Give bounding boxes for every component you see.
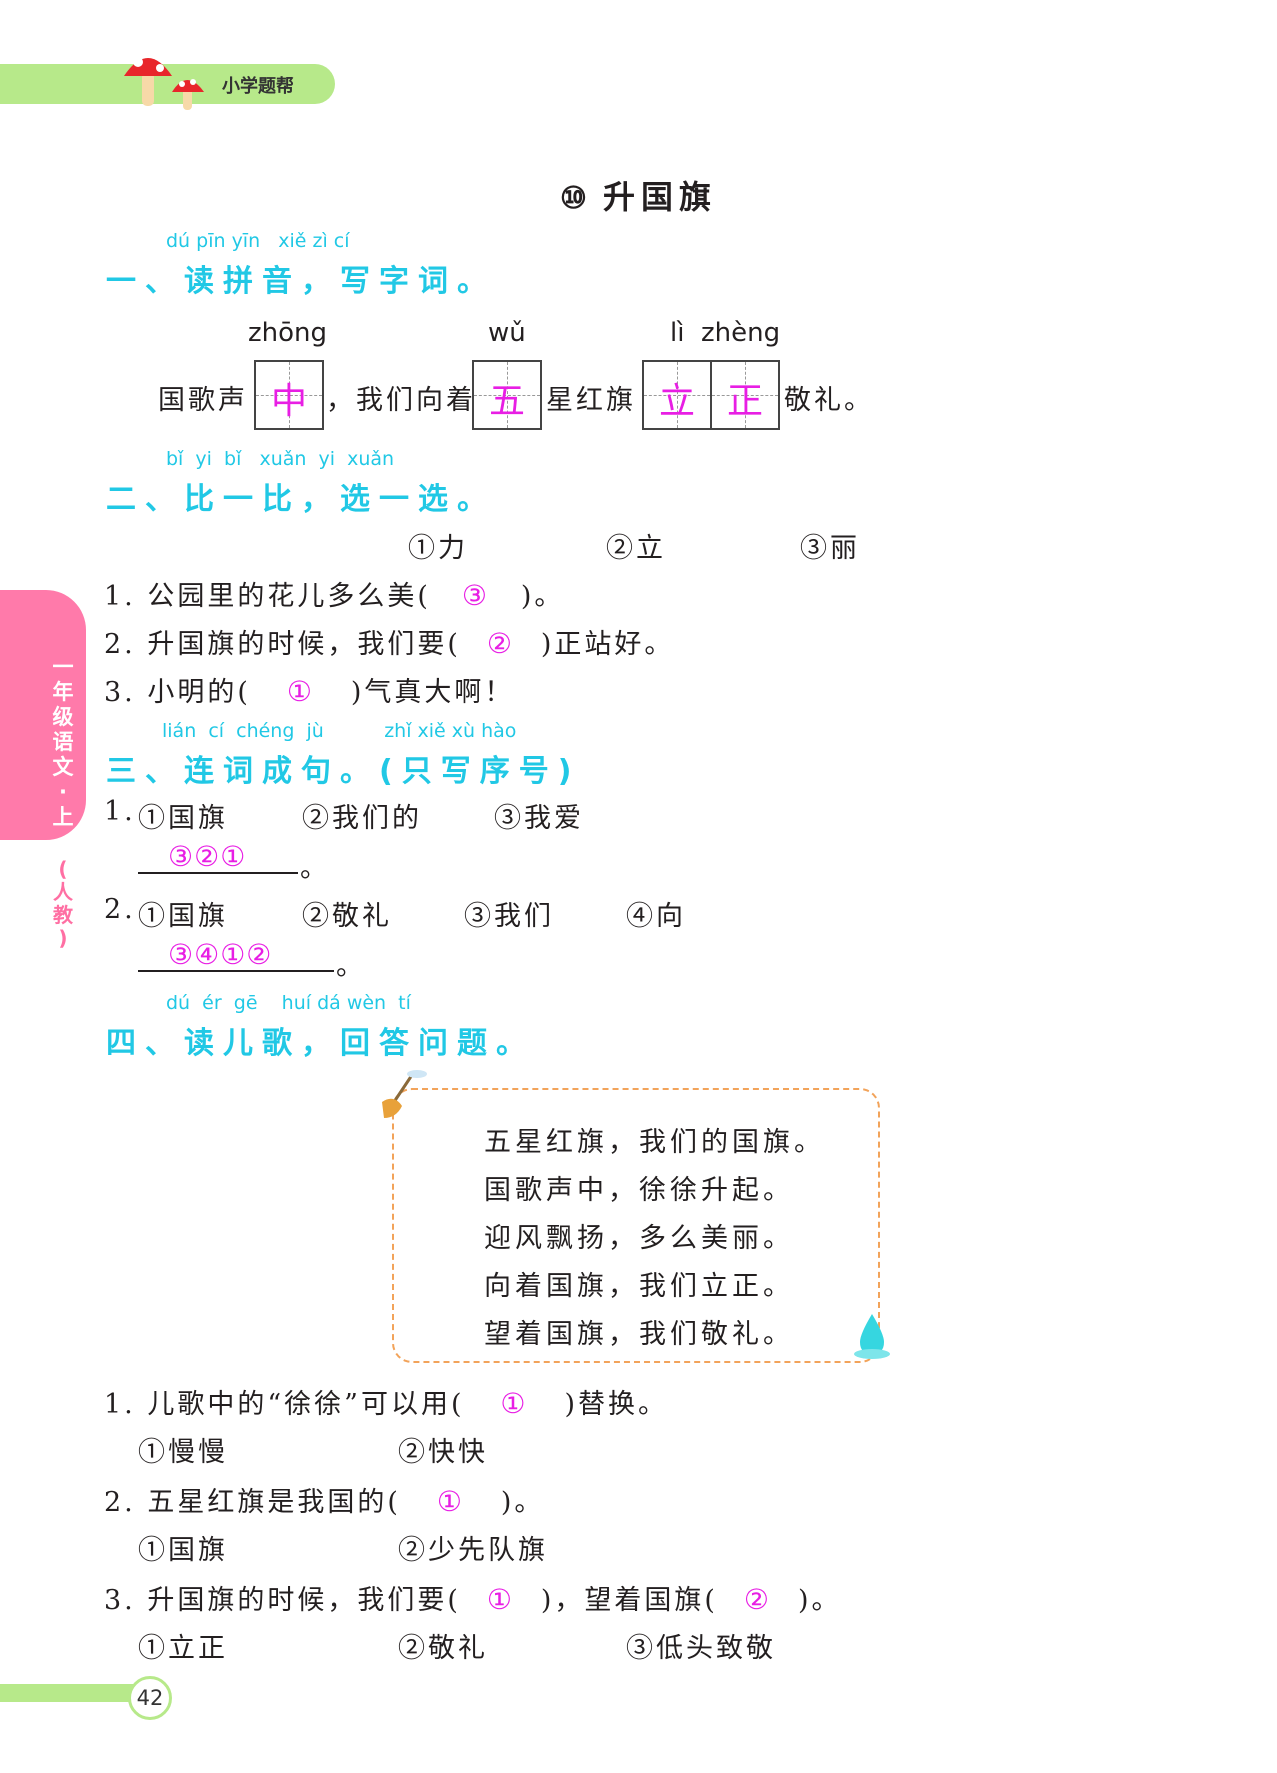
s3-item-1-word-2: ②我们的 — [302, 803, 422, 834]
writing-box-3[interactable]: 立 — [642, 360, 712, 430]
side-tab — [0, 590, 86, 840]
option-2: ②立 — [606, 533, 666, 564]
s4-q1-option-2: ②快快 — [398, 1437, 488, 1468]
s4-question-2: 2. 五星红旗是我国的(①)。 — [104, 1485, 545, 1518]
poem-line-3: 迎风飘扬，多么美丽。 — [484, 1223, 794, 1254]
s2-answer-1: ③ — [461, 579, 490, 612]
answer-char-1: 中 — [270, 381, 307, 422]
poem-line-2: 国歌声中，徐徐升起。 — [484, 1175, 794, 1206]
answer-char-2: 五 — [488, 381, 525, 422]
header-label: 小学题帮 — [222, 76, 294, 97]
section2-pinyin: bǐ yi bǐ xuǎn yi xuǎn — [166, 448, 395, 470]
s2-question-2: 2. 升国旗的时候，我们要(②)正站好。 — [104, 627, 675, 660]
section3-pinyin: lián cí chéng jù zhǐ xiě xù hào — [162, 720, 517, 742]
s3-item-2-word-4: ④向 — [626, 901, 686, 932]
s3-period-2: 。 — [336, 951, 366, 982]
poem-line-5: 望着国旗，我们敬礼。 — [484, 1319, 794, 1350]
s3-answer-line-1 — [138, 838, 298, 874]
option-3: ③丽 — [800, 533, 860, 564]
section1-pinyin: dú pīn yīn xiě zì cí — [166, 230, 350, 252]
section4-heading: 四、读儿歌，回答问题。 — [106, 1026, 535, 1061]
poem-box — [392, 1088, 880, 1363]
writing-box-2[interactable]: 五 — [472, 360, 542, 430]
s4-q3-option-3: ③低头致敬 — [626, 1633, 776, 1664]
s3-item-2-word-2: ②敬礼 — [302, 901, 392, 932]
option-1: ①力 — [408, 533, 468, 564]
section4-pinyin: dú ér gē huí dá wèn tí — [166, 992, 411, 1014]
pinyin-word-2: wǔ — [488, 318, 526, 348]
s4-q2-option-1: ①国旗 — [138, 1535, 228, 1566]
mushroom-icon — [124, 50, 204, 110]
s3-item-2-num: 2. — [104, 894, 136, 925]
s3-item-1-word-3: ③我爱 — [494, 803, 584, 834]
section3-heading: 三、连词成句。(只写序号) — [106, 754, 581, 789]
pinyin-word-3: lì zhèng — [670, 318, 781, 348]
s3-answer-1: ③②① — [168, 840, 247, 873]
s2-answer-2: ② — [486, 627, 515, 660]
s4-question-1: 1. 儿歌中的“徐徐”可以用(①)替换。 — [104, 1387, 669, 1420]
s3-item-2-word-3: ③我们 — [464, 901, 554, 932]
lesson-title: 升国旗 — [602, 178, 717, 216]
answer-char-3: 立 — [658, 381, 695, 422]
s4-q3-option-2: ②敬礼 — [398, 1633, 488, 1664]
s4-q2-option-2: ②少先队旗 — [398, 1535, 548, 1566]
section1-heading: 一、读拼音，写字词。 — [106, 264, 496, 299]
poem-line-4: 向着国旗，我们立正。 — [484, 1271, 794, 1302]
sentence-part-d: 敬礼。 — [784, 385, 874, 416]
sentence-part-b: ，我们向着 — [326, 385, 476, 416]
page-number: 42 — [128, 1676, 172, 1720]
s3-answer-line-2 — [138, 936, 334, 972]
s3-item-1-num: 1. — [104, 796, 136, 827]
drop-icon — [854, 1314, 890, 1359]
s3-item-1-word-1: ①国旗 — [138, 803, 228, 834]
writing-box-4[interactable]: 正 — [710, 360, 780, 430]
section2-heading: 二、比一比，选一选。 — [106, 482, 496, 517]
s4-question-3: 3. 升国旗的时候，我们要(①)，望着国旗(②)。 — [104, 1583, 842, 1616]
sentence-part-a: 国歌声 — [158, 385, 248, 416]
broom-icon — [382, 1070, 427, 1118]
s3-answer-2: ③④①② — [168, 938, 273, 971]
side-tab-edition: (人教) — [53, 857, 73, 950]
footer-bar — [0, 1684, 140, 1702]
lesson-number: ⑩ — [560, 181, 593, 216]
answer-char-4: 正 — [726, 381, 763, 422]
page-title: ⑩ 升国旗 — [0, 172, 1277, 218]
s2-answer-3: ① — [286, 675, 315, 708]
s4-answer-2: ① — [436, 1485, 465, 1518]
s4-q1-option-1: ①慢慢 — [138, 1437, 228, 1468]
s3-period-1: 。 — [300, 853, 330, 884]
s4-answer-3a: ① — [486, 1583, 515, 1616]
side-tab-grade: 一年级语文·上 — [52, 655, 74, 829]
s4-answer-3b: ② — [743, 1583, 773, 1616]
s2-question-3: 3. 小明的(①)气真大啊！ — [104, 675, 515, 708]
sentence-part-c: 星红旗 — [546, 385, 636, 416]
writing-box-1[interactable]: 中 — [254, 360, 324, 430]
poem-line-1: 五星红旗，我们的国旗。 — [484, 1127, 825, 1158]
pinyin-word-1: zhōng — [248, 318, 328, 348]
s4-answer-1: ① — [500, 1387, 529, 1420]
s3-item-2-word-1: ①国旗 — [138, 901, 228, 932]
s2-question-1: 1. 公园里的花儿多么美(③)。 — [104, 579, 565, 612]
s4-q3-option-1: ①立正 — [138, 1633, 228, 1664]
